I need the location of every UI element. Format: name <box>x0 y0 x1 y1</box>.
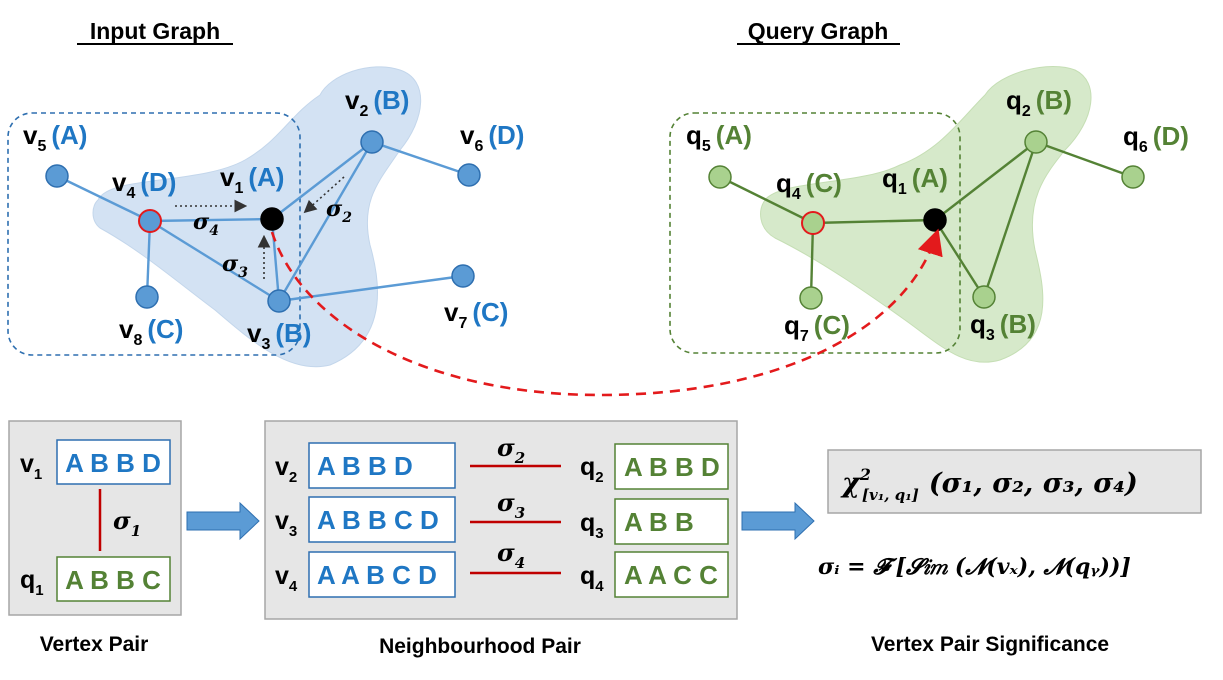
node-v7 <box>451 264 475 288</box>
row3-right-seq: A A C C <box>624 560 718 590</box>
neighbourhood-row-2: v3 A B B C D σ3 q3 A B B <box>275 488 729 545</box>
vertex-pair-top-box <box>56 439 171 485</box>
chi-square-expression: χ2[v₁, q₁](σ₁, σ₂, σ₃, σ₄) <box>840 465 1138 504</box>
input-graph-edges <box>56 140 470 303</box>
sigma-formula: σᵢ = 𝓕[𝓢𝑖𝑚 (𝓝(vₓ), 𝓝(qᵧ))] <box>818 554 1131 580</box>
row3-left-name: v4 <box>275 562 298 595</box>
label-v7: v7(C) <box>444 297 508 332</box>
flow-arrow-2 <box>741 501 815 541</box>
label-v5: v5(A) <box>23 120 87 155</box>
query-graph-title: Query Graph <box>748 18 889 44</box>
row2-right-seq: A B B <box>624 507 694 537</box>
node-q7 <box>799 286 823 310</box>
label-v1: v1(A) <box>220 162 284 197</box>
vertex-pair-top-name: v1 <box>20 450 42 483</box>
vertex-pair-sigma: σ1 <box>113 506 141 540</box>
input-subgraph-box <box>7 112 301 356</box>
label-v4: v4(D) <box>112 167 176 202</box>
row3-right-name: q4 <box>580 562 604 595</box>
row2-right-name: q3 <box>580 509 604 542</box>
node-v3 <box>267 289 291 313</box>
node-v4 <box>138 209 162 233</box>
vertex-pair-bottom-seq: A B B C <box>65 565 161 595</box>
sigma-2-label: σ2 <box>326 196 352 226</box>
significance-caption: Vertex Pair Significance <box>871 633 1109 656</box>
label-q1: q1(A) <box>882 163 948 198</box>
query-graph-edges <box>719 140 1134 299</box>
row1-right-box <box>614 443 729 490</box>
neighbourhood-row-1: v2 A B B D σ2 q2 A B B D <box>275 433 729 490</box>
query-subgraph-box <box>669 112 961 354</box>
vertex-pair-caption: Vertex Pair <box>40 633 149 656</box>
neighbourhood-row-3: v4 A A B C D σ4 q4 A A C C <box>275 538 729 598</box>
sigma-3-label: σ3 <box>222 251 248 281</box>
vertex-pair-top-seq: A B B D <box>65 448 161 478</box>
label-q7: q7(C) <box>784 310 850 345</box>
node-q1 <box>923 208 947 232</box>
node-q6 <box>1121 165 1145 189</box>
row1-sigma: σ2 <box>497 433 525 467</box>
input-neighbourhood-region <box>92 66 422 368</box>
sigma-4-label: σ4 <box>193 209 219 239</box>
node-q3 <box>972 285 996 309</box>
node-q2 <box>1024 130 1048 154</box>
vertex-pair-bottom-box <box>56 556 171 602</box>
node-v1 <box>260 207 284 231</box>
row2-left-name: v3 <box>275 507 297 540</box>
row1-left-box <box>308 442 456 489</box>
input-node-labels: v5(A) v4(D) v1(A) v2(B) v6(D) v7(C) v3(B… <box>23 85 524 353</box>
row3-left-seq: A A B C D <box>317 560 437 590</box>
query-node-labels: q5(A) q4(C) q1(A) q2(B) q6(D) q3(B) q7(C… <box>686 85 1189 345</box>
row1-right-name: q2 <box>580 453 604 486</box>
row2-sigma: σ3 <box>497 488 525 522</box>
label-q5: q5(A) <box>686 120 752 155</box>
row3-left-box <box>308 551 456 598</box>
label-q4: q4(C) <box>776 168 842 203</box>
row1-left-name: v2 <box>275 453 297 486</box>
row2-right-box <box>614 498 729 545</box>
node-v6 <box>457 163 481 187</box>
input-graph-nodes <box>45 130 481 313</box>
row3-right-box <box>614 551 729 598</box>
label-v2: v2(B) <box>345 85 409 120</box>
label-q6: q6(D) <box>1123 121 1189 156</box>
node-v8 <box>135 285 159 309</box>
node-v2 <box>360 130 384 154</box>
sigma-arrows <box>175 176 345 279</box>
label-q2: q2(B) <box>1006 85 1072 120</box>
node-v5 <box>45 164 69 188</box>
query-graph-nodes <box>708 130 1145 310</box>
label-q3: q3(B) <box>970 309 1036 344</box>
row2-left-box <box>308 496 456 543</box>
flow-arrow-1 <box>186 501 260 541</box>
input-graph-title: Input Graph <box>90 18 220 44</box>
row2-left-seq: A B B C D <box>317 505 439 535</box>
node-q5 <box>708 165 732 189</box>
vertex-pair-bottom-name: q1 <box>20 566 44 599</box>
significance-box <box>827 449 1202 514</box>
label-v6: v6(D) <box>460 120 524 155</box>
neighbourhood-pair-caption: Neighbourhood Pair <box>379 635 581 658</box>
node-q4 <box>801 211 825 235</box>
label-v3: v3(B) <box>247 318 311 353</box>
label-v8: v8(C) <box>119 314 183 349</box>
mapping-arrow <box>270 228 943 397</box>
row3-sigma: σ4 <box>497 538 525 572</box>
row1-left-seq: A B B D <box>317 451 413 481</box>
row1-right-seq: A B B D <box>624 452 720 482</box>
